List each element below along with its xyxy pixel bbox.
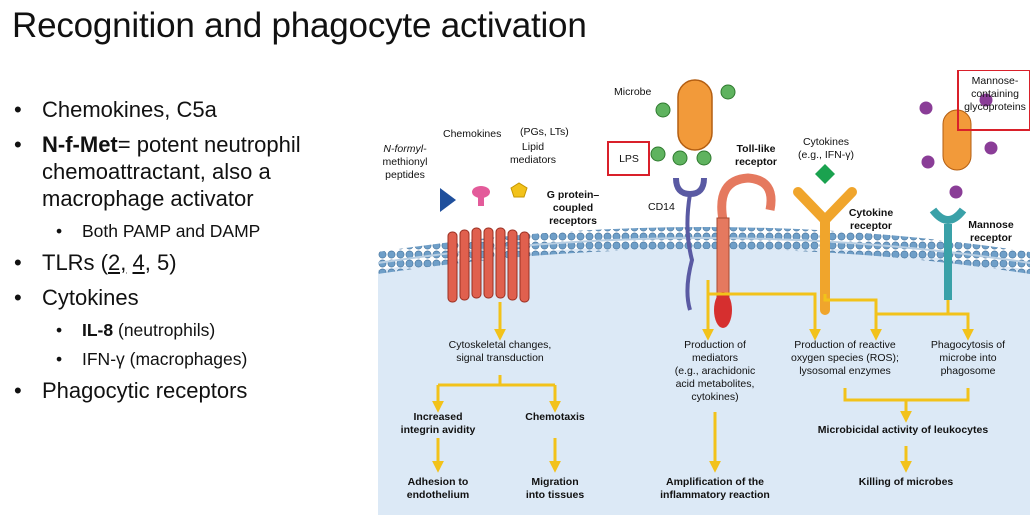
cytokine-ligand-icon [815, 164, 835, 184]
label-ros-2: oxygen species (ROS); [791, 352, 899, 364]
label-prodmed-5: cytokines) [691, 391, 738, 403]
cytoplasm [378, 245, 1030, 515]
label-mannose-2: containing [971, 88, 1019, 100]
label-ros-1: Production of reactive [794, 339, 896, 351]
label-cytokines-top: Cytokines [803, 136, 849, 148]
chemokine-icon [472, 186, 490, 206]
slide-title: Recognition and phagocyte activation [12, 6, 587, 45]
label-cytrec-1: Cytokine [849, 207, 894, 219]
label-prodmed-3: (e.g., arachidonic [675, 365, 756, 377]
label-gpcr-3: receptors [549, 215, 597, 227]
label-lps: LPS [619, 153, 639, 165]
bullet-pamp-damp: Both PAMP and DAMP [14, 220, 374, 242]
mannose-highlight-box [957, 70, 1030, 131]
label-cd14: CD14 [648, 201, 675, 213]
cytokines-text: Cytokines [42, 285, 139, 310]
lipid-mediator-icon [510, 182, 528, 198]
label-migration-1: Migration [531, 476, 578, 488]
label-mannose-3: glycoproteins [964, 101, 1026, 113]
label-pgs-lts: (PGs, LTs) [520, 126, 569, 138]
tlr-suffix: , 5) [144, 250, 177, 275]
label-tlr-2: receptor [735, 156, 777, 168]
label-ifn-gamma: (e.g., IFN-γ) [798, 149, 854, 161]
label-lipid-1: Lipid [522, 141, 544, 153]
label-gpcr-1: G protein– [547, 189, 600, 201]
label-ros-3: lysosomal enzymes [799, 365, 891, 377]
label-prodmed-4: acid metabolites, [676, 378, 755, 390]
label-adhesion-2: endothelium [407, 489, 469, 501]
pathway-arrows [432, 280, 974, 473]
bullet-cytokines: Cytokines [14, 284, 374, 311]
cell-membrane [378, 227, 1030, 274]
label-cyto-2: signal transduction [456, 352, 544, 364]
phago-text: Phagocytic receptors [42, 378, 248, 403]
label-microbicidal: Microbicidal activity of leukocytes [818, 424, 989, 436]
label-killing: Killing of microbes [859, 476, 954, 488]
bullet-phagocytic: Phagocytic receptors [14, 377, 374, 404]
microbe-icon [650, 79, 736, 166]
label-lipid-2: mediators [510, 154, 556, 166]
label-amplification-2: inflammatory reaction [660, 489, 770, 501]
label-tlr-1: Toll-like [737, 143, 776, 155]
tlr-prefix: TLRs ( [42, 250, 108, 275]
label-prodmed-2: mediators [692, 352, 738, 364]
label-phago-2: microbe into [939, 352, 996, 364]
bullet-tlrs: TLRs (2, 4, 5) [14, 249, 374, 276]
label-nf-2: methionyl [383, 156, 428, 168]
bullet-chemokines-text: Chemokines, C5a [42, 97, 217, 122]
il8-bold: IL-8 [82, 320, 114, 340]
label-mannose-1: Mannose- [972, 75, 1019, 87]
label-migration-2: into tissues [526, 489, 585, 501]
gpcr-receptor-icon [447, 227, 530, 303]
nfmet-peptide-icon [440, 188, 456, 212]
ifn-text: IFN-γ (macrophages) [82, 349, 248, 369]
tlr-4: 4 [132, 250, 145, 275]
lps-highlight-box [607, 141, 650, 176]
bullet-il8: IL-8 (neutrophils) [14, 319, 374, 341]
label-phago-1: Phagocytosis of [931, 339, 1005, 351]
toll-like-receptor-icon [714, 173, 776, 328]
label-mannrec-2: receptor [970, 232, 1012, 244]
nfmet-line2: chemoattractant, also a [42, 159, 271, 184]
tlr-2: 2, [108, 250, 127, 275]
label-integrin-1: Increased [413, 411, 462, 423]
nfmet-bold: N-f-Met [42, 132, 118, 157]
label-adhesion-1: Adhesion to [408, 476, 469, 488]
membrane-midline [378, 237, 1030, 264]
label-prodmed-1: Production of [684, 339, 746, 351]
mannose-glycoprotein-icon [919, 93, 998, 199]
mannose-receptor-icon [929, 207, 967, 300]
nfmet-line3: macrophage activator [42, 186, 254, 211]
label-nf-1: N-formyl- [383, 143, 427, 155]
pamp-damp-text: Both PAMP and DAMP [82, 221, 261, 241]
label-integrin-2: integrin avidity [401, 424, 476, 436]
label-cytrec-2: receptor [850, 220, 892, 232]
bullet-nfmet: N-f-Met= potent neutrophilchemoattractan… [14, 131, 374, 212]
il8-rest: (neutrophils) [113, 320, 216, 340]
cd14-receptor-icon [673, 177, 707, 311]
bullet-list: Chemokines, C5a N-f-Met= potent neutroph… [14, 96, 374, 412]
label-chemokines: Chemokines [443, 128, 501, 140]
label-nf-3: peptides [385, 169, 425, 181]
label-cyto-1: Cytoskeletal changes, [449, 339, 552, 351]
bullet-ifn: IFN-γ (macrophages) [14, 348, 374, 370]
label-microbe: Microbe [614, 86, 652, 98]
nfmet-line1: = potent neutrophil [117, 132, 301, 157]
label-gpcr-2: coupled [553, 202, 593, 214]
label-amplification-1: Amplification of the [666, 476, 764, 488]
label-phago-3: phagosome [941, 365, 996, 377]
phagocyte-diagram: Microbe Chemokines (PGs, LTs) Lipid medi… [378, 70, 1030, 515]
bullet-chemokines: Chemokines, C5a [14, 96, 374, 123]
label-chemotaxis: Chemotaxis [525, 411, 585, 423]
label-mannrec-1: Mannose [968, 219, 1014, 231]
